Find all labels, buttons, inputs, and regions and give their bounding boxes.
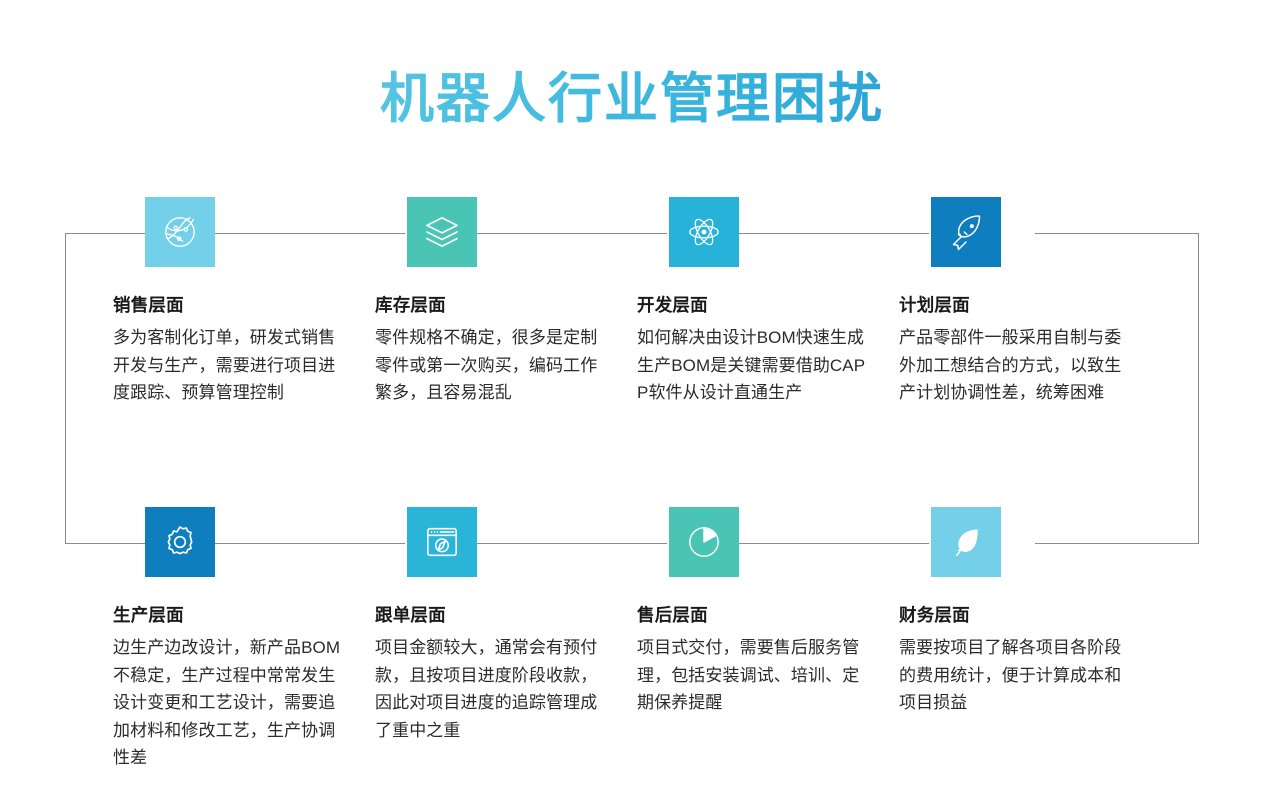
connector-right-vertical: [1198, 233, 1199, 544]
connector-right-top: [1035, 233, 1198, 234]
card-description: 需要按项目了解各项目各阶段的费用统计，便于计算成本和项目损益: [899, 638, 1122, 713]
page-title: 机器人行业管理困扰: [0, 69, 1264, 129]
icon-box-finance: [931, 507, 1001, 577]
icon-box-inventory: [407, 197, 477, 267]
card-title: 财务层面: [899, 605, 970, 625]
connector-left-vertical: [65, 233, 66, 544]
card-title: 库存层面: [375, 295, 446, 315]
feather-icon: [956, 529, 978, 557]
card-description: 产品零部件一般采用自制与委外加工想结合的方式，以致生产计划协调性差，统筹困难: [899, 328, 1122, 403]
card-title: 跟单层面: [375, 605, 446, 625]
connector-right-bottom: [1035, 543, 1198, 544]
icon-box-sales: [145, 197, 215, 267]
icon-box-planning: [931, 197, 1001, 267]
card-sales[interactable]: 销售层面 多为客制化订单，研发式销售开发与生产，需要进行项目进度跟踪、预算管理控…: [113, 197, 351, 407]
card-title: 计划层面: [899, 295, 970, 315]
card-description: 项目金额较大，通常会有预付款，且按项目进度阶段收款，因此对项目进度的追踪管理成了…: [375, 638, 598, 740]
icon-box-after-sales: [669, 507, 739, 577]
icon-box-production: [145, 507, 215, 577]
card-order-tracking[interactable]: 跟单层面 项目金额较大，通常会有预付款，且按项目进度阶段收款，因此对项目进度的追…: [375, 507, 613, 744]
connector-top-segment-2: [477, 233, 667, 234]
card-description: 项目式交付，需要售后服务管理，包括安装调试、培训、定期保养提醒: [637, 638, 860, 713]
layers-stack-icon: [426, 217, 458, 248]
icon-box-order-tracking: [407, 507, 477, 577]
card-description: 边生产边改设计，新产品BOM不稳定，生产过程中常常发生设计变更和工艺设计，需要追…: [113, 638, 341, 768]
card-production[interactable]: 生产层面 边生产边改设计，新产品BOM不稳定，生产过程中常常发生设计变更和工艺设…: [113, 507, 351, 772]
pie-chart-icon: [689, 527, 719, 557]
browser-compass-icon: [427, 527, 457, 557]
icon-box-development: [669, 197, 739, 267]
connector-bottom-segment-2: [477, 543, 667, 544]
gear-icon: [167, 526, 193, 555]
card-after-sales[interactable]: 售后层面 项目式交付，需要售后服务管理，包括安装调试、培训、定期保养提醒: [637, 507, 875, 717]
card-finance[interactable]: 财务层面 需要按项目了解各项目各阶段的费用统计，便于计算成本和项目损益: [899, 507, 1137, 717]
card-description: 如何解决由设计BOM快速生成生产BOM是关键需要借助CAPP软件从设计直通生产: [637, 328, 866, 403]
connector-bottom-segment-3: [739, 543, 929, 544]
card-title: 开发层面: [637, 295, 708, 315]
card-description: 零件规格不确定，很多是定制零件或第一次购买，编码工作繁多，且容易混乱: [375, 328, 598, 403]
card-development[interactable]: 开发层面 如何解决由设计BOM快速生成生产BOM是关键需要借助CAPP软件从设计…: [637, 197, 875, 407]
card-title: 生产层面: [113, 605, 184, 625]
connector-top-segment-1: [215, 233, 405, 234]
connector-left-bottom: [65, 543, 145, 544]
atom-icon: [689, 218, 719, 246]
card-planning[interactable]: 计划层面 产品零部件一般采用自制与委外加工想结合的方式，以致生产计划协调性差，统…: [899, 197, 1137, 407]
card-description: 多为客制化订单，研发式销售开发与生产，需要进行项目进度跟踪、预算管理控制: [113, 328, 336, 403]
connector-bottom-segment-1: [215, 543, 405, 544]
card-inventory[interactable]: 库存层面 零件规格不确定，很多是定制零件或第一次购买，编码工作繁多，且容易混乱: [375, 197, 613, 407]
card-title: 销售层面: [113, 295, 184, 315]
connector-top-segment-3: [739, 233, 929, 234]
rocket-icon: [952, 215, 981, 251]
connector-left-top: [65, 233, 145, 234]
card-title: 售后层面: [637, 605, 708, 625]
globe-network-icon: [165, 217, 195, 247]
